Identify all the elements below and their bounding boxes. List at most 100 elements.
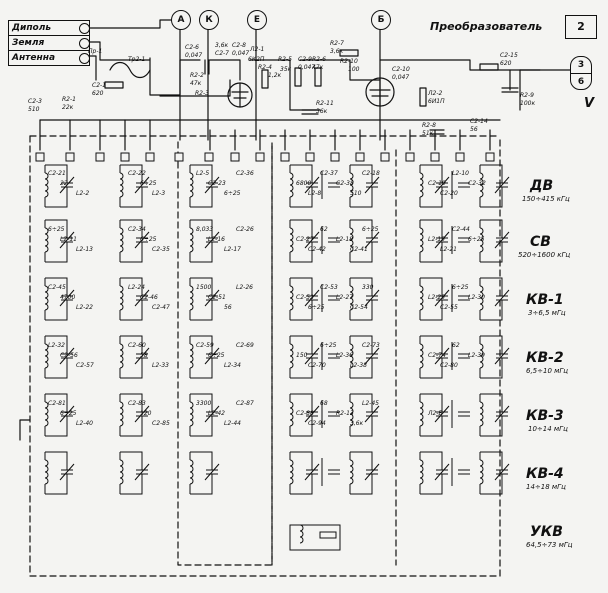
component-label: С2-56	[60, 352, 78, 359]
capacitor-icon	[328, 182, 340, 188]
component-label: 6÷25	[320, 342, 337, 349]
component-label: L2-3	[152, 190, 166, 197]
component-label: Тр2-1	[128, 56, 146, 63]
coil-icon	[44, 459, 49, 485]
component-label: L2-42	[208, 410, 225, 417]
component-label: С2-3	[28, 98, 42, 105]
component-label: R2-2	[190, 72, 204, 79]
component-label: L2-16	[208, 236, 225, 243]
output-mark: V	[584, 96, 595, 111]
component-label: С2-52	[296, 294, 314, 301]
coil-icon	[119, 227, 124, 253]
coil-icon	[119, 285, 124, 311]
component-label: 35к	[280, 66, 292, 73]
component-label: 47к	[190, 80, 202, 87]
component-label: 0,047	[185, 52, 203, 59]
component-label: L2-29	[428, 294, 445, 301]
capacitor-icon	[458, 182, 470, 188]
coil-icon	[479, 401, 484, 427]
band-name: ДВ	[530, 178, 554, 194]
coil-icon	[289, 227, 294, 253]
component-label: С2-54	[350, 304, 368, 311]
band-range: 6,5÷10 мГц	[526, 367, 569, 375]
component-label: R2-9	[520, 92, 534, 99]
component-label: С2-18	[362, 170, 380, 177]
component-label: С2-88	[296, 410, 314, 417]
component-label: С2-19	[428, 180, 446, 187]
component-label: L2-38	[350, 362, 367, 369]
component-label: R2-5	[278, 56, 292, 63]
coil-icon	[349, 172, 354, 198]
component-label: 510	[350, 190, 362, 197]
coil-icon	[479, 172, 484, 198]
component-label: 100	[348, 66, 360, 73]
component-label: С2-10	[392, 66, 410, 73]
dashed-frame	[29, 135, 501, 577]
component-label: С2-22	[128, 170, 146, 177]
capacitor-icon	[328, 411, 340, 417]
component-label: С2-46	[140, 294, 158, 301]
coil-icon	[44, 285, 49, 311]
component-label: С2-57	[76, 362, 94, 369]
band-name: КВ-4	[526, 466, 564, 482]
capacitor-icon	[328, 237, 340, 243]
coil-icon	[349, 343, 354, 369]
component-label: С2-94	[308, 420, 326, 427]
coil-icon	[44, 172, 49, 198]
coil-icon	[189, 401, 194, 427]
component-label: 1500	[196, 284, 212, 291]
coil-icon	[419, 459, 424, 485]
component-label: С2-36	[236, 170, 254, 177]
coil-icon	[189, 227, 194, 253]
capacitor-icon	[458, 411, 470, 417]
component-label: 56	[224, 304, 232, 311]
component-label: Л2-1	[250, 46, 265, 53]
coil-icon	[349, 227, 354, 253]
component-label: L2-2	[76, 190, 90, 197]
coil-icon	[119, 459, 124, 485]
band-name: СВ	[530, 234, 551, 250]
band-name: УКВ	[530, 524, 563, 540]
coil-icon	[44, 343, 49, 369]
component-label: 6÷25	[60, 410, 77, 417]
coil-icon	[119, 401, 124, 427]
component-label: L2-11	[60, 236, 77, 243]
component-label: С2-14	[470, 118, 488, 125]
connector-e: Е	[247, 10, 267, 30]
component-label: Пр-1	[88, 48, 103, 55]
component-label: 51к	[422, 130, 434, 137]
component-label: С2-9	[298, 56, 312, 63]
coil-icon	[119, 172, 124, 198]
coil-icon	[44, 401, 49, 427]
component-label: 3,6к	[350, 420, 364, 427]
capacitor-icon	[328, 295, 340, 301]
component-label: L2-33	[152, 362, 169, 369]
component-label: 3300	[196, 400, 212, 407]
component-label: 22к	[62, 104, 74, 111]
coil-icon	[479, 343, 484, 369]
component-label: R2-1	[62, 96, 76, 103]
component-label: 100к	[520, 100, 536, 107]
component-label: 6÷25	[452, 284, 469, 291]
component-label: С2-34	[128, 226, 146, 233]
input-dipole: Диполь	[9, 21, 90, 36]
coil-icon	[44, 227, 49, 253]
coil-icon	[349, 459, 354, 485]
component-label: С2-44	[452, 226, 470, 233]
band-range: 64,5÷73 мГц	[526, 541, 573, 549]
coil-icon	[189, 172, 194, 198]
coil-icon	[289, 172, 294, 198]
band-name: КВ-3	[526, 408, 564, 424]
band-range: 150÷415 кГц	[522, 195, 570, 203]
page-number: 2	[565, 15, 597, 39]
component-label: R2-10	[340, 58, 358, 65]
component-label: 6÷25	[362, 226, 379, 233]
component-label: С2-23	[208, 180, 226, 187]
band-range: 10÷14 мГц	[528, 425, 568, 433]
component-label: 330	[362, 284, 374, 291]
component-label: С2-45	[48, 284, 66, 291]
component-label: С2-60	[128, 342, 146, 349]
component-label: С2-41	[350, 246, 368, 253]
capacitor-icon	[328, 353, 340, 359]
component-label: 3,6к	[215, 42, 229, 49]
